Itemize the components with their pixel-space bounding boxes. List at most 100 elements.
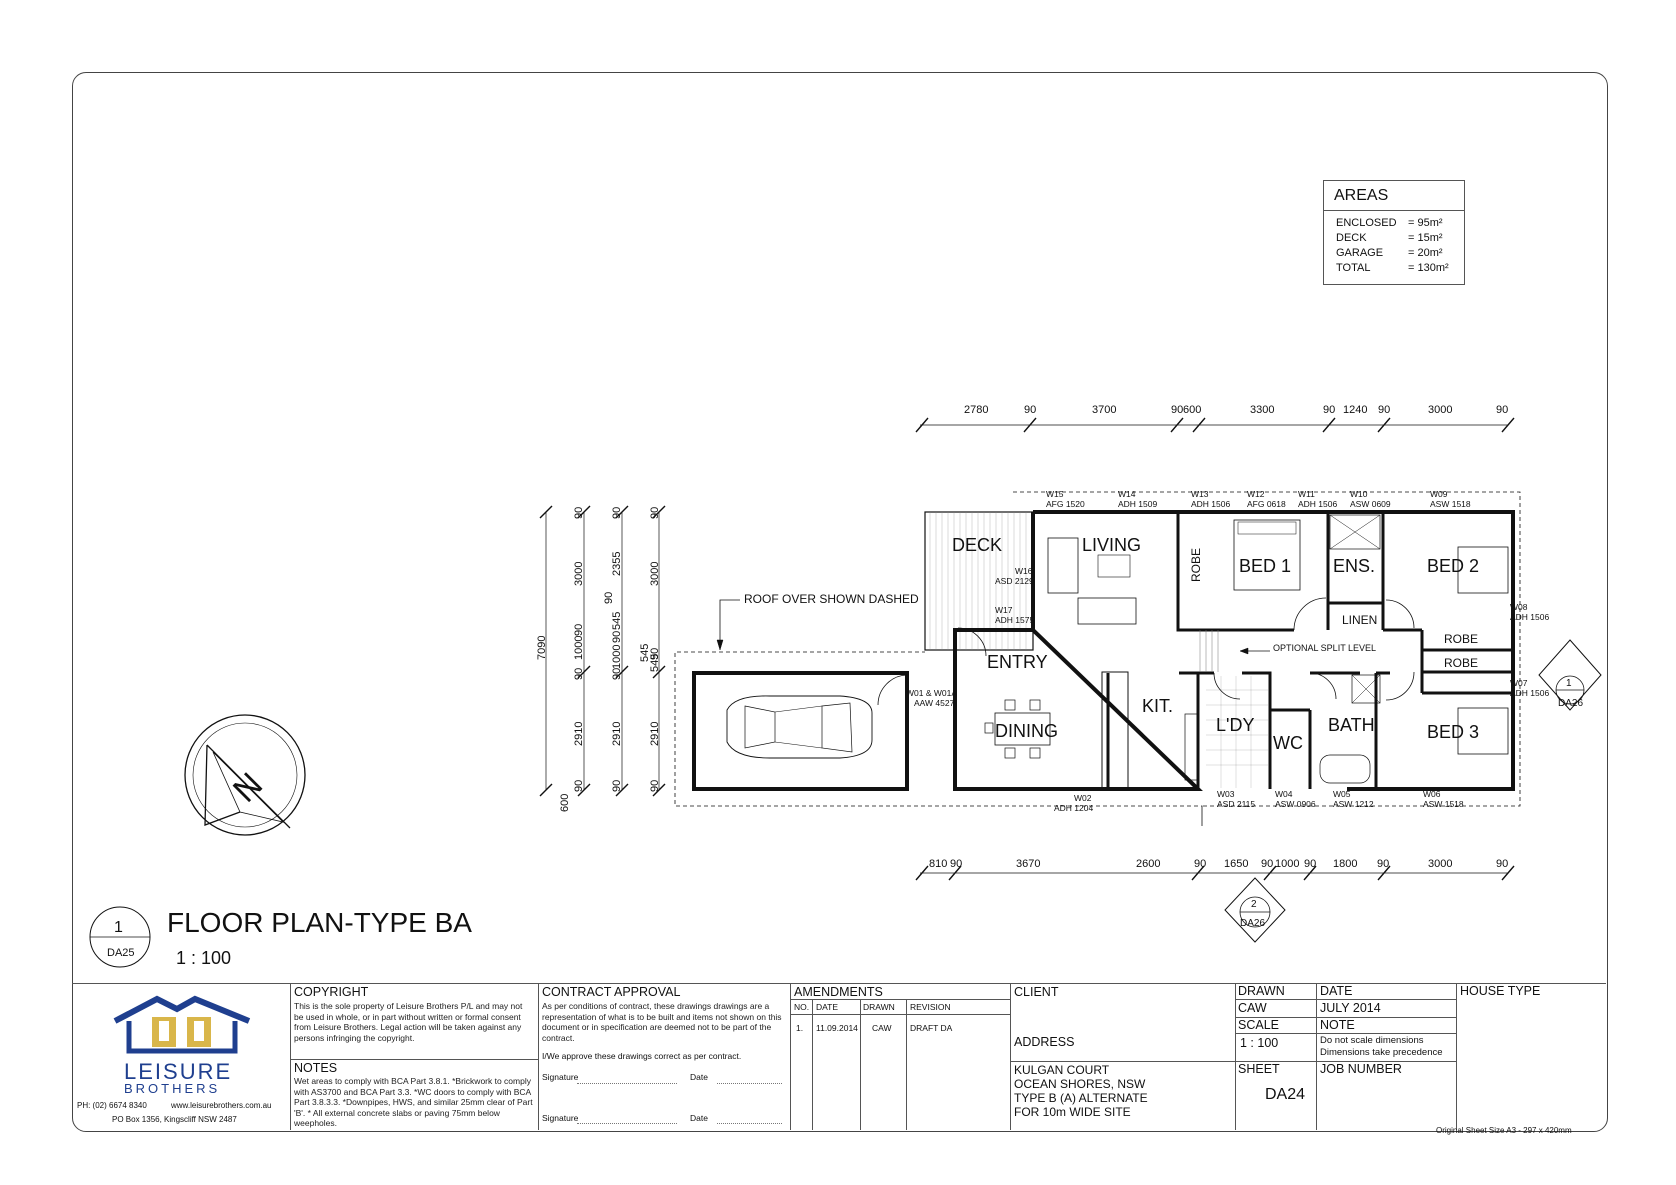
- room-deck: DECK: [952, 535, 1002, 555]
- note-line: Do not scale dimensions: [1320, 1035, 1424, 1046]
- drawing-callout-ref: DA25: [107, 947, 135, 959]
- dim-left: 90: [649, 648, 661, 660]
- drawing-scale: 1 : 100: [176, 948, 231, 968]
- dim-top: 90: [1323, 404, 1335, 416]
- dim-left: 90: [603, 592, 615, 604]
- amendments-heading: AMENDMENTS: [794, 985, 883, 999]
- address-line: OCEAN SHORES, NSW: [1014, 1077, 1146, 1091]
- dim-bottom: 1000: [1275, 858, 1299, 870]
- amend-col: REVISION: [910, 1002, 951, 1012]
- window-code: ASD 2115: [1217, 799, 1255, 809]
- date-label-2: Date: [690, 1113, 708, 1123]
- dim-left: 3000: [649, 562, 661, 586]
- areas-row: GARAGE= 20m²: [1336, 247, 1443, 259]
- leisure-brothers-logo: [113, 995, 251, 1054]
- window-code: ADH 1575: [995, 615, 1034, 625]
- window-tag: W10: [1350, 489, 1368, 499]
- room-bed1: BED 1: [1239, 556, 1291, 576]
- copyright-heading: COPYRIGHT: [294, 985, 369, 999]
- scale-heading: SCALE: [1238, 1018, 1279, 1032]
- dim-top: 90: [1496, 404, 1508, 416]
- company-name-2: BROTHERS: [124, 1081, 221, 1096]
- window-code: ADH 1509: [1118, 499, 1157, 509]
- window-tag: W04: [1275, 789, 1293, 799]
- date-value: JULY 2014: [1320, 1001, 1381, 1015]
- room-robe3: ROBE: [1444, 656, 1478, 670]
- address-line: FOR 10m WIDE SITE: [1014, 1105, 1131, 1119]
- window-tag: W01 & W01A: [906, 688, 957, 698]
- drawn-value: CAW: [1238, 1001, 1267, 1015]
- dim-left: 1000: [573, 636, 585, 660]
- dim-left: 90: [573, 668, 585, 680]
- company-phone: PH: (02) 6674 8340: [77, 1101, 147, 1110]
- company-website[interactable]: www.leisurebrothers.com.au: [171, 1101, 272, 1110]
- window-code: ASW 0906: [1275, 799, 1316, 809]
- window-tag: W08: [1510, 602, 1528, 612]
- signature-label-2: Signature: [542, 1113, 579, 1123]
- roof-note: ROOF OVER SHOWN DASHED: [744, 592, 919, 606]
- room-bed2: BED 2: [1427, 556, 1479, 576]
- dim-bottom: 90: [1377, 858, 1389, 870]
- dim-bottom: 1650: [1224, 858, 1248, 870]
- dim-left: 90: [573, 624, 585, 636]
- window-code: ADH 1506: [1298, 499, 1337, 509]
- note-heading: NOTE: [1320, 1018, 1355, 1032]
- room-entry: ENTRY: [987, 652, 1048, 672]
- split-level-note: OPTIONAL SPLIT LEVEL: [1273, 643, 1376, 653]
- signature-label: Signature: [542, 1072, 579, 1082]
- dim-bottom: 3670: [1016, 858, 1040, 870]
- drawing-callout-number: 1: [114, 919, 123, 936]
- dim-top: 90: [1378, 404, 1390, 416]
- north-arrow-label: N: [226, 766, 270, 810]
- dim-left: 2910: [611, 722, 623, 746]
- room-living: LIVING: [1082, 535, 1141, 555]
- dim-top: 2780: [964, 404, 988, 416]
- notes-heading: NOTES: [294, 1061, 338, 1075]
- dim-left: 3000: [573, 562, 585, 586]
- address-line: KULGAN COURT: [1014, 1063, 1110, 1077]
- section-marker-ref: DA26: [1558, 698, 1583, 709]
- dim-bottom: 1800: [1333, 858, 1357, 870]
- window-tag: W16: [1015, 566, 1033, 576]
- sheet-value: DA24: [1265, 1086, 1306, 1103]
- title-block: LEISURE BROTHERS PH: (02) 6674 8340 www.…: [72, 983, 1606, 1131]
- room-bed3: BED 3: [1427, 722, 1479, 742]
- room-ldy: L'DY: [1216, 715, 1254, 735]
- window-code: ADH 1506: [1510, 688, 1549, 698]
- dim-left: 2355: [611, 552, 623, 576]
- sheet-size-note: Original Sheet Size A3 - 297 x 420mm: [1436, 1126, 1572, 1135]
- dim-left: 545: [649, 654, 661, 672]
- window-code: ADH 1204: [1054, 803, 1093, 813]
- window-code: ADH 1506: [1191, 499, 1230, 509]
- areas-row: DECK= 15m²: [1336, 232, 1443, 244]
- window-code: AAW 4527: [914, 698, 955, 708]
- address-line: TYPE B (A) ALTERNATE: [1014, 1091, 1148, 1105]
- dim-left: 90: [573, 780, 585, 792]
- window-tag: W03: [1217, 789, 1235, 799]
- dim-top: 3700: [1092, 404, 1116, 416]
- window-tag: W11: [1298, 489, 1315, 499]
- room-ens: ENS.: [1333, 556, 1375, 576]
- room-linen: LINEN: [1342, 613, 1377, 627]
- dim-bottom: 90: [950, 858, 962, 870]
- amend-col: DATE: [816, 1002, 839, 1012]
- amend-col: DRAWN: [863, 1002, 895, 1012]
- dim-left: 2910: [573, 722, 585, 746]
- client-heading: CLIENT: [1014, 985, 1059, 999]
- dim-top: 600: [1183, 404, 1201, 416]
- window-code: ASD 2129: [995, 576, 1034, 586]
- sheet-heading: SHEET: [1238, 1062, 1280, 1076]
- dim-left: 2910: [649, 722, 661, 746]
- room-wc: WC: [1273, 733, 1303, 753]
- window-tag: W12: [1247, 489, 1265, 499]
- dim-top: 3300: [1250, 404, 1274, 416]
- window-tag: W02: [1074, 793, 1092, 803]
- room-robe1: ROBE: [1189, 548, 1203, 582]
- room-bath: BATH: [1328, 715, 1375, 735]
- amend-cell: 1.: [796, 1023, 804, 1033]
- dim-top: 90: [1171, 404, 1183, 416]
- window-tag: W15: [1046, 489, 1064, 499]
- approve-text: I/We approve these drawings correct as p…: [542, 1051, 742, 1061]
- dim-left: 7090: [536, 636, 548, 660]
